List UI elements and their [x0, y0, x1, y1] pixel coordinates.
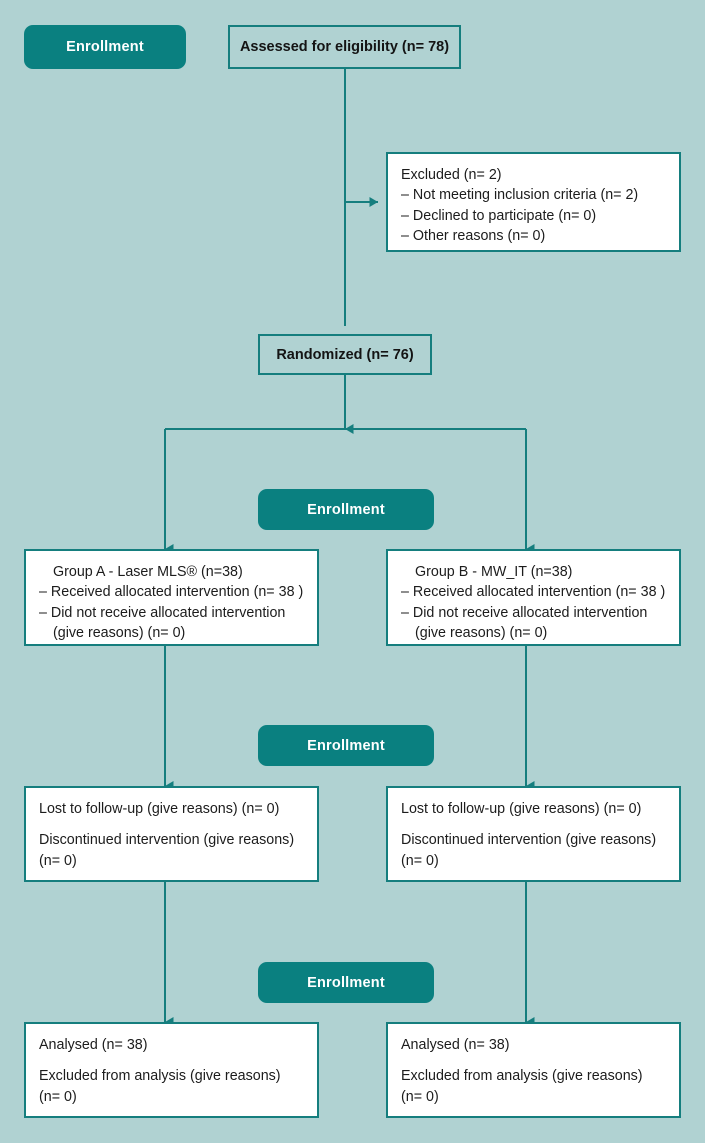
group-b-heading: Group B - MW_IT (n=38)	[415, 564, 573, 580]
followup-a-para-2-line-2: (n= 0)	[39, 852, 77, 869]
excluded-line-3: – Declined to participate (n= 0)	[401, 207, 597, 224]
group-a-line-1: – Received allocated intervention (n= 38…	[39, 584, 304, 601]
analysis-b-para-1: Analysed (n= 38)	[401, 1037, 510, 1053]
node-analysis-b: Analysed (n= 38) Excluded from analysis …	[386, 1022, 681, 1118]
group-b-line-1: – Received allocated intervention (n= 38…	[401, 584, 666, 601]
stage-label-enrollment-2: Enrollment	[258, 489, 434, 530]
excluded-line-1: Excluded (n= 2)	[401, 167, 502, 183]
group-a-heading: Group A - Laser MLS® (n=38)	[53, 564, 243, 580]
group-a-line-3: (give reasons) (n= 0)	[53, 624, 186, 641]
stage-label-enrollment-3: Enrollment	[258, 725, 434, 766]
stage-label-enrollment-1: Enrollment	[24, 25, 186, 69]
node-randomized: Randomized (n= 76)	[258, 334, 432, 375]
excluded-line-4: – Other reasons (n= 0)	[401, 227, 546, 244]
stage-label-text: Enrollment	[307, 974, 385, 991]
followup-b-para-1: Lost to follow-up (give reasons) (n= 0)	[401, 801, 642, 817]
analysis-a-para-2-line-1: Excluded from analysis (give reasons)	[39, 1068, 281, 1085]
followup-b-para-2-line-2: (n= 0)	[401, 852, 439, 869]
group-b-line-3: (give reasons) (n= 0)	[415, 624, 548, 641]
analysis-a-para-2-line-2: (n= 0)	[39, 1088, 77, 1105]
node-excluded: Excluded (n= 2) – Not meeting inclusion …	[386, 152, 681, 252]
group-b-line-2: – Did not receive allocated intervention	[401, 604, 648, 621]
excluded-line-2: – Not meeting inclusion criteria (n= 2)	[401, 187, 639, 204]
analysis-a-para-1: Analysed (n= 38)	[39, 1037, 148, 1053]
stage-label-text: Enrollment	[307, 501, 385, 518]
node-group-b: Group B - MW_IT (n=38) – Received alloca…	[386, 549, 681, 646]
group-a-line-2: – Did not receive allocated intervention	[39, 604, 286, 621]
followup-b-para-2-line-1: Discontinued intervention (give reasons)	[401, 832, 657, 849]
node-analysis-a: Analysed (n= 38) Excluded from analysis …	[24, 1022, 319, 1118]
randomized-title: Randomized (n= 76)	[276, 346, 414, 363]
followup-a-para-2-line-1: Discontinued intervention (give reasons)	[39, 832, 295, 849]
analysis-b-para-2-line-2: (n= 0)	[401, 1088, 439, 1105]
stage-label-enrollment-4: Enrollment	[258, 962, 434, 1003]
node-followup-b: Lost to follow-up (give reasons) (n= 0) …	[386, 786, 681, 882]
analysis-b-para-2-line-1: Excluded from analysis (give reasons)	[401, 1068, 643, 1085]
followup-a-para-1: Lost to follow-up (give reasons) (n= 0)	[39, 801, 280, 817]
stage-label-text: Enrollment	[307, 737, 385, 754]
node-group-a: Group A - Laser MLS® (n=38) – Received a…	[24, 549, 319, 646]
node-assessed-for-eligibility: Assessed for eligibility (n= 78)	[228, 25, 461, 69]
stage-label-text: Enrollment	[66, 39, 144, 55]
assessed-title: Assessed for eligibility (n= 78)	[239, 39, 450, 55]
node-followup-a: Lost to follow-up (give reasons) (n= 0) …	[24, 786, 319, 882]
